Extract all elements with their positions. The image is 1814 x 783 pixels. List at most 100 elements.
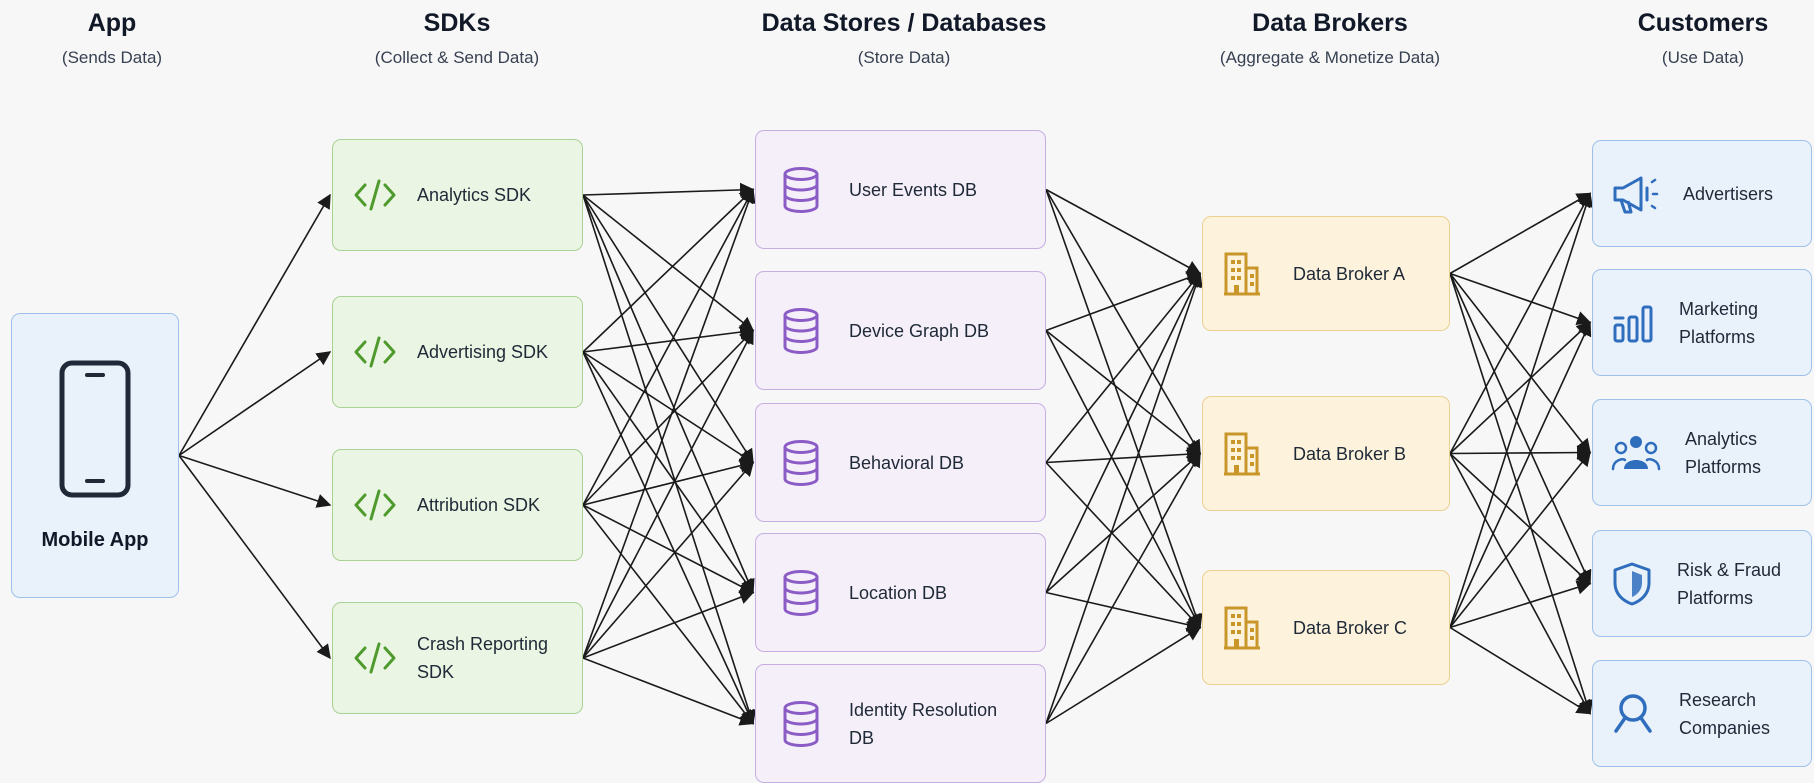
arrow-db-3-to-broker-1 xyxy=(1045,272,1201,464)
arrow-broker-2-to-customer-1 xyxy=(1449,192,1591,454)
column-header-databases: Data Stores / Databases (Store Data) xyxy=(694,6,1114,68)
column-header-customers: Customers (Use Data) xyxy=(1493,6,1814,68)
arrow-db-1-to-broker-1 xyxy=(1045,188,1202,275)
db-label: User Events DB xyxy=(849,179,978,200)
arrow-app-1-to-sdk-2 xyxy=(178,351,332,457)
broker-node-c[interactable]: Data Broker C xyxy=(1202,570,1450,685)
building-icon xyxy=(1224,252,1260,295)
customer-node-analytics-platforms[interactable]: Analytics Platforms xyxy=(1592,399,1812,506)
arrow-db-2-to-broker-1 xyxy=(1045,271,1202,332)
db-node-behavioral[interactable]: Behavioral DB xyxy=(755,403,1046,522)
column-title: Data Brokers xyxy=(1252,9,1408,37)
broker-label: Data Broker C xyxy=(1293,617,1408,638)
arrow-sdk-3-to-db-2 xyxy=(582,329,755,506)
code-icon xyxy=(354,179,396,211)
column-title: SDKs xyxy=(423,9,491,37)
column-subtitle: (Sends Data) xyxy=(61,48,163,67)
arrow-broker-3-to-customer-5 xyxy=(1449,626,1592,715)
arrow-sdk-2-to-db-4 xyxy=(582,351,754,594)
column-title: Customers xyxy=(1637,9,1769,37)
customer-node-risk-fraud-platforms[interactable]: Risk & Fraud Platforms xyxy=(1592,530,1812,637)
database-icon xyxy=(783,166,819,213)
users-icon xyxy=(1611,435,1661,470)
arrow-broker-2-to-customer-5 xyxy=(1449,453,1591,715)
arrow-sdk-1-to-db-4 xyxy=(582,194,755,594)
sdk-label: Analytics SDK xyxy=(417,185,532,205)
arrow-db-4-to-broker-2 xyxy=(1045,452,1202,594)
column-subtitle: (Use Data) xyxy=(1661,48,1745,67)
arrow-sdk-4-to-db-3 xyxy=(582,461,754,659)
arrow-sdk-3-to-db-4 xyxy=(582,504,755,594)
sdk-label: Crash Reporting SDK xyxy=(417,634,549,682)
arrow-broker-2-to-customer-3 xyxy=(1449,445,1592,460)
db-node-identity-resolution[interactable]: Identity Resolution DB xyxy=(755,664,1046,783)
magnifier-icon xyxy=(1614,693,1652,733)
smartphone-icon xyxy=(59,360,131,498)
arrow-sdk-2-to-db-5 xyxy=(582,351,755,725)
customer-node-advertisers[interactable]: Advertisers xyxy=(1592,140,1812,247)
db-label: Location DB xyxy=(849,582,948,603)
column-header-brokers: Data Brokers (Aggregate & Monetize Data) xyxy=(1120,6,1540,68)
arrow-broker-1-to-customer-5 xyxy=(1449,273,1593,715)
arrow-sdk-2-to-db-3 xyxy=(582,351,755,464)
code-icon xyxy=(354,489,396,521)
arrow-db-3-to-broker-3 xyxy=(1045,461,1201,629)
arrow-db-3-to-broker-2 xyxy=(1045,447,1202,464)
customer-label: Advertisers xyxy=(1683,183,1774,204)
arrow-broker-3-to-customer-3 xyxy=(1449,451,1591,628)
arrow-sdk-3-to-db-1 xyxy=(582,188,754,506)
broker-node-b[interactable]: Data Broker B xyxy=(1202,396,1450,511)
arrow-db-4-to-broker-1 xyxy=(1045,272,1201,593)
arrow-broker-1-to-customer-4 xyxy=(1449,273,1592,585)
building-icon xyxy=(1224,606,1260,649)
arrow-sdk-4-to-db-4 xyxy=(582,590,755,659)
arrow-sdk-4-to-db-2 xyxy=(582,329,754,659)
arrow-broker-1-to-customer-3 xyxy=(1449,273,1591,454)
column-title: Data Stores / Databases xyxy=(761,9,1047,37)
arrow-db-5-to-broker-3 xyxy=(1045,626,1202,725)
column-subtitle: (Aggregate & Monetize Data) xyxy=(1219,48,1441,67)
db-label: Identity Resolution DB xyxy=(849,699,998,748)
database-icon xyxy=(783,700,819,747)
arrow-sdk-4-to-db-1 xyxy=(582,188,756,659)
db-node-location[interactable]: Location DB xyxy=(755,533,1046,652)
arrow-broker-2-to-customer-4 xyxy=(1449,452,1592,585)
db-node-user-events[interactable]: User Events DB xyxy=(755,130,1046,249)
database-icon xyxy=(783,569,819,616)
db-node-device-graph[interactable]: Device Graph DB xyxy=(755,271,1046,390)
arrow-db-1-to-broker-2 xyxy=(1045,189,1201,455)
arrow-db-2-to-broker-2 xyxy=(1045,329,1202,455)
database-icon xyxy=(783,307,819,354)
arrow-broker-1-to-customer-1 xyxy=(1449,192,1592,275)
column-header-sdks: SDKs (Collect & Send Data) xyxy=(247,6,667,68)
column-title: App xyxy=(87,9,137,37)
db-label: Behavioral DB xyxy=(849,452,965,473)
arrow-db-1-to-broker-3 xyxy=(1045,189,1203,629)
customer-node-research-companies[interactable]: Research Companies xyxy=(1592,660,1812,767)
customer-label: Risk & Fraud Platforms xyxy=(1677,559,1782,608)
arrow-app-1-to-sdk-4 xyxy=(178,455,331,660)
arrow-db-4-to-broker-3 xyxy=(1045,591,1202,632)
arrow-sdk-3-to-db-5 xyxy=(582,504,754,725)
customer-node-marketing-platforms[interactable]: Marketing Platforms xyxy=(1592,269,1812,376)
arrow-db-2-to-broker-3 xyxy=(1045,330,1201,629)
sdk-label: Attribution SDK xyxy=(417,495,541,515)
sdk-node-attribution[interactable]: Attribution SDK xyxy=(332,449,583,561)
sdk-node-crash-reporting[interactable]: Crash Reporting SDK xyxy=(332,602,583,714)
sdk-node-advertising[interactable]: Advertising SDK xyxy=(332,296,583,408)
arrow-broker-3-to-customer-2 xyxy=(1449,321,1592,628)
broker-label: Data Broker A xyxy=(1293,263,1406,284)
broker-node-a[interactable]: Data Broker A xyxy=(1202,216,1450,331)
bar-chart-icon xyxy=(1613,305,1653,342)
arrow-sdk-3-to-db-3 xyxy=(582,458,755,506)
db-label: Device Graph DB xyxy=(849,320,990,341)
arrow-app-1-to-sdk-3 xyxy=(178,454,332,508)
code-icon xyxy=(354,642,396,674)
mobile-app-node[interactable]: Mobile App xyxy=(11,313,179,598)
sdk-node-analytics[interactable]: Analytics SDK xyxy=(332,139,583,251)
arrow-sdk-1-to-db-5 xyxy=(582,194,756,725)
database-icon xyxy=(783,439,819,486)
customer-label: Analytics Platforms xyxy=(1685,428,1762,477)
broker-label: Data Broker B xyxy=(1293,443,1407,464)
arrow-app-1-to-sdk-1 xyxy=(178,193,331,456)
